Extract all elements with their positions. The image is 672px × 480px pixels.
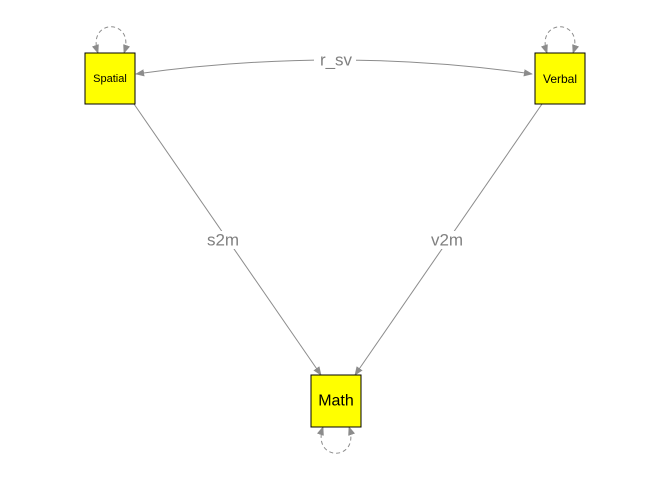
node-spatial-label: Spatial (93, 73, 127, 85)
s2m-label: s2m (207, 231, 239, 250)
node-verbal: Verbal (534, 52, 586, 105)
node-math-box (310, 374, 362, 428)
covariance-label: r_sv (320, 51, 353, 70)
node-spatial: Spatial (84, 52, 136, 105)
node-math-label: Math (318, 393, 354, 410)
node-spatial-box (84, 52, 136, 105)
self-loop-verbal (540, 26, 580, 54)
self-loop-math (316, 426, 356, 454)
node-verbal-box (534, 52, 586, 105)
covariance-label-background (314, 51, 356, 69)
s2m-label-background (205, 231, 241, 249)
node-verbal-label: Verbal (543, 72, 577, 86)
v2m-label: v2m (431, 231, 463, 250)
v2m-label-background (429, 231, 465, 249)
node-math: Math (310, 374, 362, 428)
self-loop-spatial (91, 26, 131, 54)
